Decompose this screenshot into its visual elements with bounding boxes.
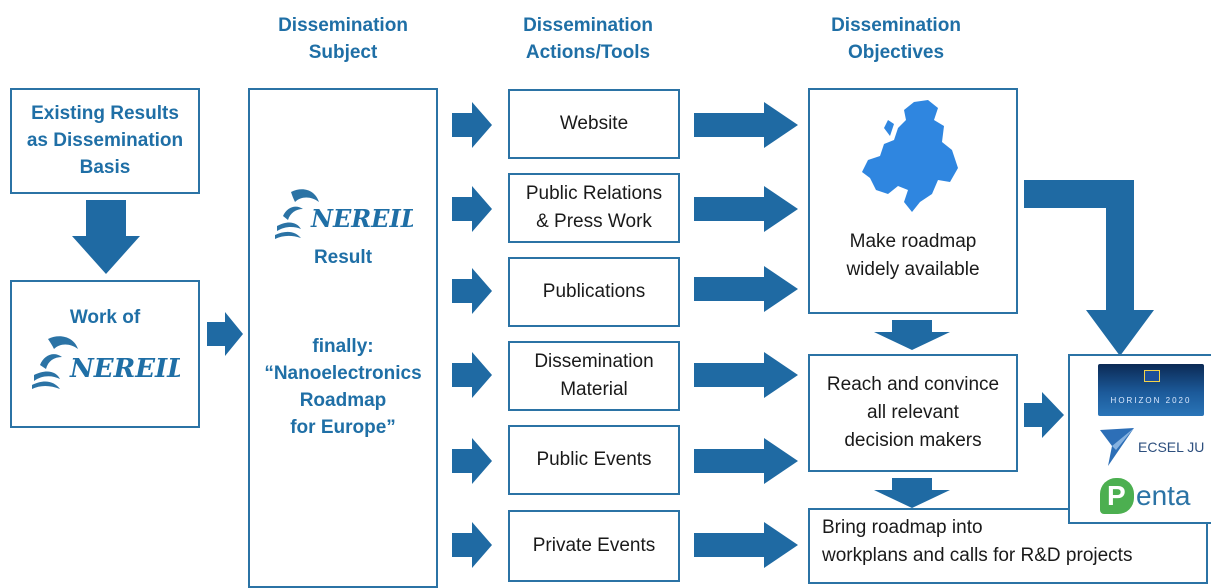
subject-finally-label: finally:: [312, 336, 374, 357]
ecsel-arrow-icon: [1100, 428, 1134, 466]
objective-bring-line1: Bring roadmap into: [822, 517, 983, 538]
arrow-private-events-objective: [694, 522, 798, 568]
header-actions-line2: Actions/Tools: [525, 42, 651, 63]
arrow-to-private-events: [452, 522, 492, 568]
penta-logo: P enta: [1100, 476, 1211, 520]
objective-reach-line2: all relevant: [867, 402, 959, 423]
objective-reach-line3: decision makers: [844, 430, 982, 451]
penta-text: enta: [1136, 480, 1191, 511]
penta-p-letter: P: [1107, 480, 1126, 511]
objective-available-text: Make roadmap widely available: [810, 228, 1016, 284]
arrow-to-pr: [452, 186, 492, 232]
down-arrow-objective-1: [874, 320, 950, 350]
tool-publications-label: Publications: [542, 281, 646, 302]
subject-box: NEREID Result finally: “Nanoelectronics …: [248, 88, 438, 588]
arrow-to-publications: [452, 268, 492, 314]
nereid-logo-subject-text: NEREID: [310, 204, 413, 233]
horizon-2020-logo: HORIZON 2020: [1098, 364, 1204, 416]
penta-p-badge: P: [1100, 478, 1134, 514]
arrow-to-website: [452, 102, 492, 148]
tool-material-line2: Material: [560, 379, 628, 400]
header-subject-line2: Subject: [308, 42, 378, 63]
existing-results-line3: Basis: [79, 157, 131, 178]
horizon-2020-text: HORIZON 2020: [1110, 396, 1192, 405]
tool-material-line1: Dissemination: [534, 351, 654, 372]
objective-reach-line1: Reach and convince: [826, 374, 1000, 395]
nereid-logo-text: NEREID: [69, 354, 180, 384]
eu-stars-icon: [1144, 370, 1160, 382]
right-arrow-work: [207, 312, 243, 356]
tool-private-events: Private Events: [508, 510, 680, 582]
arrow-publications-objective: [694, 266, 798, 312]
down-arrow-objective-2: [874, 478, 950, 508]
existing-results-line2: as Dissemination: [26, 130, 184, 151]
existing-results-line1: Existing Results: [31, 103, 179, 124]
tool-public-events-label: Public Events: [536, 449, 652, 470]
objective-bring-text: Bring roadmap into workplans and calls f…: [822, 514, 1206, 570]
nereid-logo-subject: NEREID: [275, 189, 413, 239]
objective-available-line1: Make roadmap: [849, 231, 977, 252]
arrow-public-events-objective: [694, 438, 798, 484]
tool-website: Website: [508, 89, 680, 159]
header-actions-line1: Dissemination: [523, 15, 653, 36]
tool-publications: Publications: [508, 257, 680, 327]
arrow-website-objective: [694, 102, 798, 148]
subject-roadmap-line1: “Nanoelectronics: [264, 363, 422, 384]
objective-available-line2: widely available: [846, 259, 980, 280]
objective-bring-line2: workplans and calls for R&D projects: [822, 545, 1133, 566]
down-arrow-existing: [72, 200, 140, 274]
header-actions: Dissemination Actions/Tools: [498, 12, 678, 66]
europe-map-icon: [862, 100, 958, 212]
objective-reach-box: Reach and convince all relevant decision…: [808, 354, 1018, 472]
header-objectives-line2: Objectives: [847, 42, 945, 63]
header-subject-line1: Dissemination: [278, 15, 408, 36]
subject-roadmap-line3: for Europe”: [290, 417, 396, 438]
work-of-label: Work of: [69, 307, 141, 328]
ecsel-text: ECSEL JU: [1138, 439, 1205, 455]
arrow-pr-objective: [694, 186, 798, 232]
tool-pr-line1: Public Relations: [525, 183, 663, 204]
work-of-box: Work of NEREID: [10, 280, 200, 428]
subject-result-label: Result: [313, 247, 373, 268]
arrow-reach-funders: [1024, 392, 1064, 438]
elbow-arrow-to-funders: [1024, 180, 1154, 356]
objective-available-box: Make roadmap widely available: [808, 88, 1018, 314]
subject-roadmap-line2: Roadmap: [299, 390, 387, 411]
tool-website-label: Website: [559, 113, 629, 134]
arrow-material-objective: [694, 352, 798, 398]
header-objectives-line1: Dissemination: [831, 15, 961, 36]
tool-private-events-label: Private Events: [532, 535, 656, 556]
funders-box: HORIZON 2020 ECSEL JU P enta: [1068, 354, 1211, 524]
tool-public-relations: Public Relations & Press Work: [508, 173, 680, 243]
tool-public-events: Public Events: [508, 425, 680, 495]
existing-results-box: Existing Results as Dissemination Basis: [10, 88, 200, 194]
header-subject: Dissemination Subject: [253, 12, 433, 66]
arrow-to-public-events: [452, 438, 492, 484]
header-objectives: Dissemination Objectives: [806, 12, 986, 66]
arrow-to-material: [452, 352, 492, 398]
nereid-logo: NEREID: [32, 336, 180, 389]
tool-pr-line2: & Press Work: [536, 211, 652, 232]
ecsel-logo: ECSEL JU: [1096, 426, 1211, 470]
